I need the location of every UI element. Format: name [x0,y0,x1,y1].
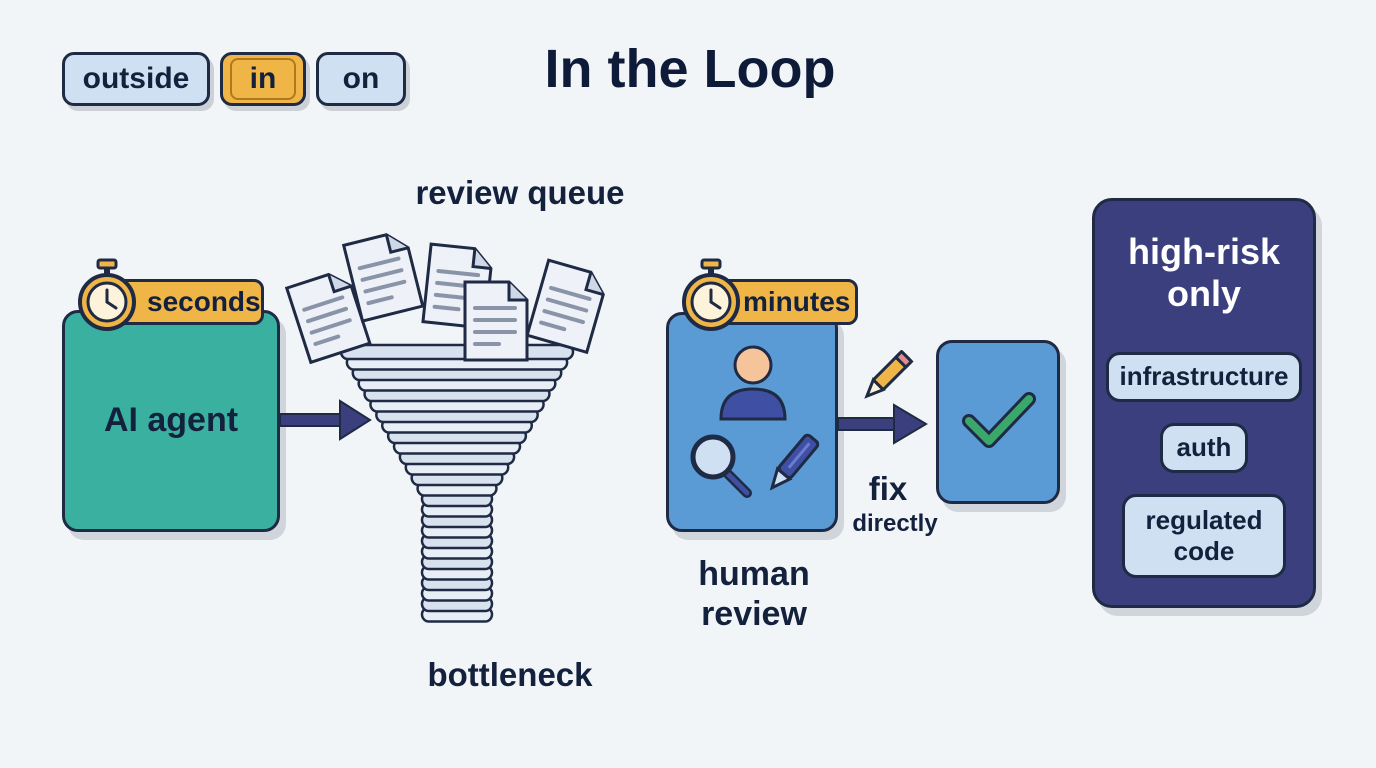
fix-label: fix [868,470,908,507]
stopwatch-icon [78,258,136,331]
pen-icon [769,433,820,491]
human-review-label-line1: human [698,555,810,593]
queue-item-layer [339,343,575,361]
ai-agent-label: AI agent [103,401,239,439]
review-queue-label: review queue [415,174,625,211]
document-icon [525,258,605,355]
high-risk-item-label: auth [1176,432,1232,463]
seconds-label: seconds [147,286,261,317]
high-risk-item-label-line2: code [1173,536,1235,566]
check-icon [962,392,1036,448]
seconds-badge: seconds [106,279,264,325]
tab-on[interactable]: on [316,52,406,106]
high-risk-item-regulated-code: regulated code [1122,494,1286,578]
human-review-card [666,312,838,532]
flow-arrow-1 [280,399,372,441]
tab-in-label: in [229,58,297,100]
human-review-label: human review [680,554,828,634]
tab-outside[interactable]: outside [62,52,210,106]
approved-card [936,340,1060,504]
human-review-label-line2: review [701,595,807,633]
bottleneck-label: bottleneck [427,656,593,693]
high-risk-title-line2: only [1166,273,1241,314]
minutes-label: minutes [743,286,851,317]
document-icon [341,233,425,323]
document-icon [463,280,529,362]
flow-arrow-2 [838,403,928,445]
high-risk-title: high-risk only [1095,231,1313,315]
high-risk-item-infrastructure: infrastructure [1106,352,1302,402]
pencil-icon [864,350,914,399]
high-risk-title-line1: high-risk [1127,231,1280,272]
high-risk-item-auth: auth [1160,423,1248,473]
tab-outside-label: outside [82,62,190,95]
high-risk-item-label-line1: regulated [1145,504,1263,535]
tab-in[interactable]: in [220,52,306,106]
high-risk-item-label: infrastructure [1119,361,1289,392]
page-title: In the Loop [544,39,836,99]
stopwatch-icon [682,258,740,331]
review-queue-funnel [285,233,605,623]
ai-agent-card: AI agent [62,310,280,532]
fix-sublabel: directly [852,510,938,537]
person-icon [719,345,787,421]
magnifier-icon [690,434,752,498]
tab-on-label: on [342,62,380,95]
